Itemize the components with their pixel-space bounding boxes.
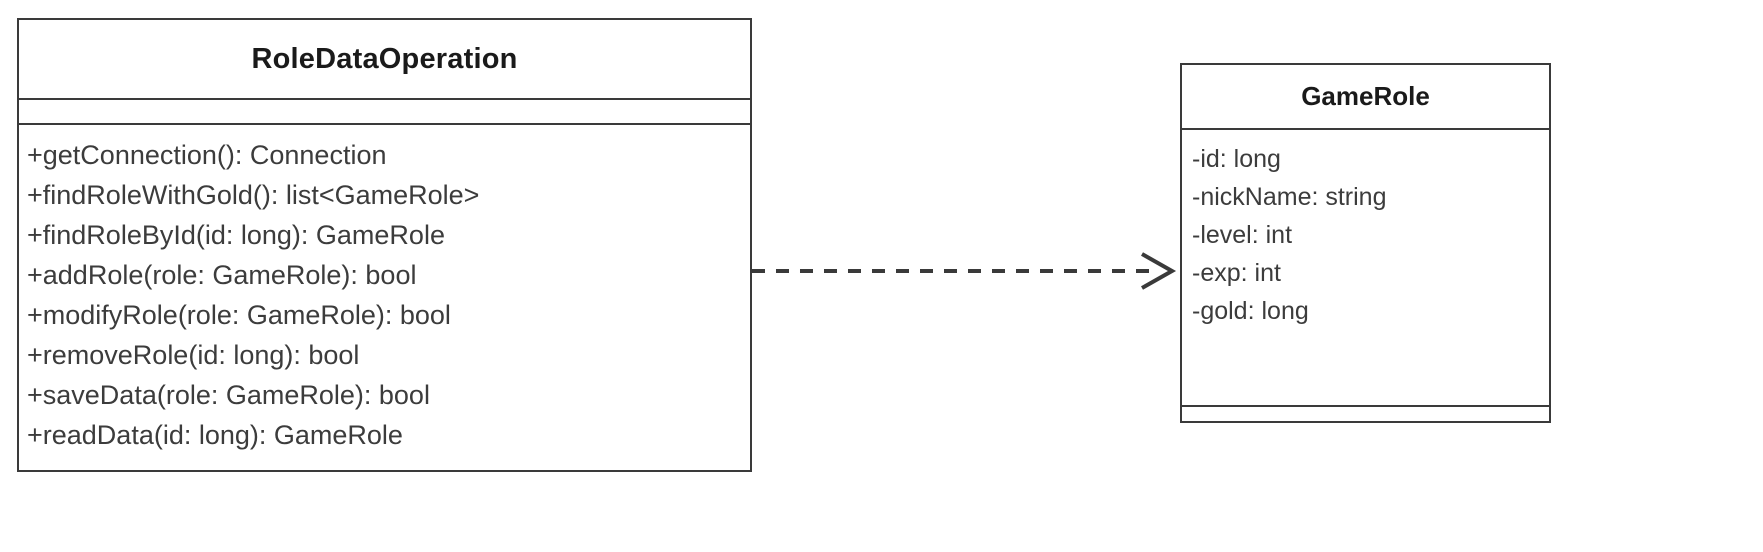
operations-compartment-game-role: [1182, 405, 1549, 421]
class-name-game-role: GameRole: [1301, 81, 1430, 111]
operation-item: +removeRole(id: long): bool: [27, 340, 360, 370]
operations-compartment-role-data-operation: +getConnection(): Connection +findRoleWi…: [19, 123, 750, 470]
operation-item: +saveData(role: GameRole): bool: [27, 380, 430, 410]
open-arrowhead-icon: [1141, 252, 1177, 290]
operation-item: +findRoleWithGold(): list<GameRole>: [27, 180, 480, 210]
uml-class-game-role[interactable]: GameRole -id: long -nickName: string -le…: [1180, 63, 1551, 423]
operation-item: +addRole(role: GameRole): bool: [27, 260, 417, 290]
dependency-arrow-role-data-operation-to-game-role[interactable]: [752, 246, 1184, 296]
operation-item: +readData(id: long): GameRole: [27, 420, 403, 450]
attribute-item: -gold: long: [1192, 297, 1309, 325]
class-name-role-data-operation: RoleDataOperation: [251, 42, 518, 75]
attributes-compartment-role-data-operation: [19, 98, 750, 123]
operation-item: +findRoleById(id: long): GameRole: [27, 220, 445, 250]
operation-item: +getConnection(): Connection: [27, 140, 387, 170]
attribute-item: -level: int: [1192, 221, 1293, 249]
attributes-compartment-game-role: -id: long -nickName: string -level: int …: [1182, 128, 1549, 405]
uml-class-role-data-operation[interactable]: RoleDataOperation +getConnection(): Conn…: [17, 18, 752, 472]
operation-item: +modifyRole(role: GameRole): bool: [27, 300, 451, 330]
attribute-item: -nickName: string: [1192, 183, 1387, 211]
attribute-item: -exp: int: [1192, 259, 1281, 287]
attribute-item: -id: long: [1192, 145, 1281, 173]
